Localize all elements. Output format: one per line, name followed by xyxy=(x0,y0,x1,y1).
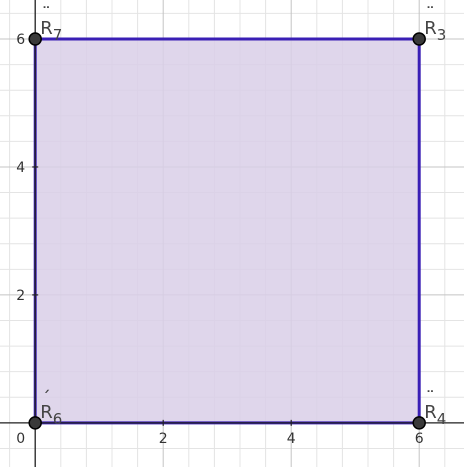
x-tick-label: 6 xyxy=(415,431,424,447)
y-tick-label: 2 xyxy=(16,288,25,304)
y-tick-label: 4 xyxy=(16,160,25,176)
point-accent: ¨ xyxy=(426,4,435,25)
origin-label: 0 xyxy=(16,431,25,447)
point-labels: R7¨R3¨R4¨R6´ xyxy=(40,4,446,428)
point-R3[interactable] xyxy=(412,32,426,46)
tick-labels: 2 4 6 2 4 6 0 xyxy=(16,32,423,447)
point-accent: ¨ xyxy=(42,4,51,25)
y-tick-label: 6 xyxy=(16,32,25,48)
point-accent: ´ xyxy=(42,388,51,409)
point-label-R4: R4 xyxy=(424,402,446,428)
point-R6[interactable] xyxy=(28,416,42,430)
point-R4[interactable] xyxy=(412,416,426,430)
point-label-R6: R6 xyxy=(40,402,62,428)
point-R7[interactable] xyxy=(28,32,42,46)
point-label-R7: R7 xyxy=(40,18,62,44)
square-polygon[interactable] xyxy=(33,37,421,425)
point-accent: ¨ xyxy=(426,388,435,409)
x-tick-label: 4 xyxy=(287,431,296,447)
points[interactable] xyxy=(28,32,426,430)
x-tick-label: 2 xyxy=(159,431,168,447)
point-label-R3: R3 xyxy=(424,18,446,44)
